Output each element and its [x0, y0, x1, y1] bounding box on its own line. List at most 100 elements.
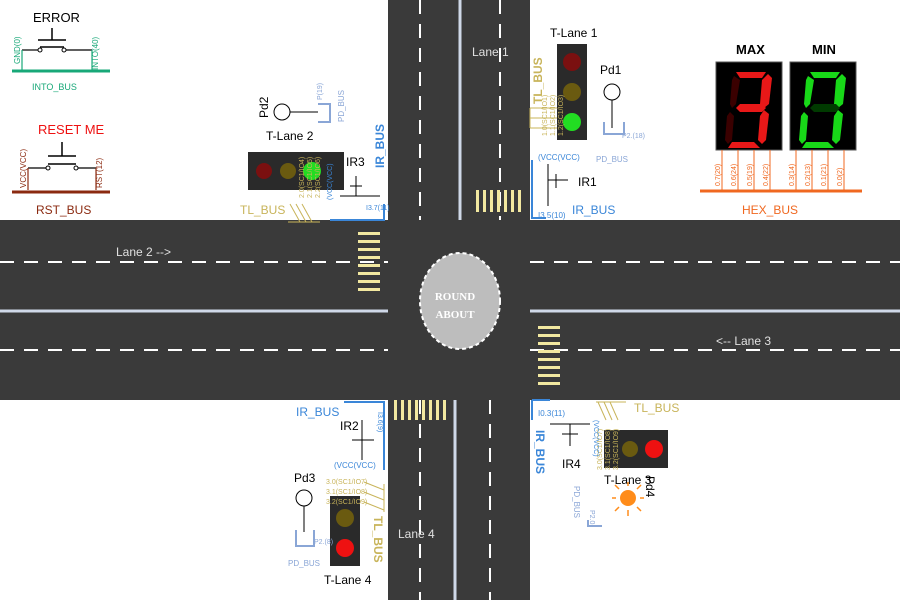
ir-sensor-2[interactable]: IR_BUS IR2 I3.6(9) (VCC(VCC)	[296, 401, 385, 470]
photodiode-1: Pd1 P2.(18) PD_BUS	[596, 63, 645, 164]
ir1-vcc: (VCC(VCC)	[538, 153, 580, 162]
reset-switch-title: RESET ME	[38, 122, 105, 137]
lane1-label: Lane 1	[472, 45, 509, 59]
error-pin-right: INTO(40)	[91, 36, 100, 70]
t1-pin-2: 1.2(SC1/IO3)	[558, 95, 565, 136]
reset-switch[interactable]: RESET ME VCC(VCC) RST(12) RST_BUS	[12, 122, 110, 217]
ir-bus-label-3: IR_BUS	[533, 430, 547, 474]
roundabout-label-top: ROUND	[435, 291, 475, 303]
traffic-light-lane4[interactable]: 3.0(SC1/IO7) 3.1(SC1/IO8) 3.2(SC1/IO9) T…	[324, 479, 385, 587]
traffic-light-lane1[interactable]: T-Lane 1 1.0(SC1/IO1) 1.1(SC1/IO2) 1.2(S…	[529, 26, 598, 140]
pd2-label: Pd2	[257, 96, 271, 118]
ir-sensor-3[interactable]: IR3 (VCC(VCC) I3.7(11) IR_BUS	[327, 124, 390, 221]
t-lane1-label: T-Lane 1	[550, 26, 598, 40]
t2-green-lamp	[303, 162, 321, 180]
pd3-pin: P2.(8)	[314, 539, 333, 546]
tl-bus-label-4: TL_BUS	[371, 516, 385, 563]
hex-pin-5: 0.2(13)	[805, 164, 812, 186]
ir-bus-label-4: IR_BUS	[296, 405, 339, 419]
t1-amber-lamp	[563, 83, 581, 101]
min-label: MIN	[812, 42, 836, 57]
t2-pin-2: 2.2(SC1/IO6)	[315, 157, 322, 198]
lane4-label: Lane 4	[398, 527, 435, 541]
t1-green-lamp	[563, 113, 581, 131]
ir4-label: IR4	[562, 457, 581, 471]
traffic-light-lane2[interactable]: T-Lane 2 2.0(SC1/IO4) 2.1(SC1/IO5) 2.2(S…	[240, 129, 344, 223]
error-pin-left: GND(0)	[13, 36, 22, 64]
hex-pin-7: 0.0(2)	[837, 168, 844, 186]
tl-bus-label-3: TL_BUS	[634, 401, 679, 415]
ir-sensor-4[interactable]: I0.3(11) (VCC(VCC) IR4 IR_BUS	[531, 399, 599, 474]
t1-pin-0: 1.0(SC1/IO1)	[542, 95, 549, 136]
tl-bus-label-1: TL_BUS	[531, 57, 545, 104]
t-lane3-label: T-Lane 3	[604, 473, 652, 487]
photodiode-4: Pd4 P2.0 PD_BUS	[572, 476, 657, 527]
error-switch-title: ERROR	[33, 10, 80, 25]
hex-pin-6: 0.1(21)	[821, 164, 828, 186]
rst-bus-label: RST_BUS	[36, 203, 91, 217]
ir-bus-label-2: IR_BUS	[373, 124, 387, 168]
t1-red-lamp	[563, 53, 581, 71]
ir3-label: IR3	[346, 155, 365, 169]
ir1-pin: I3.5(10)	[538, 211, 566, 220]
pd1-pin: P2.(18)	[622, 133, 645, 140]
pd1-label: Pd1	[600, 63, 622, 77]
max-label: MAX	[736, 42, 765, 57]
ir4-pin: I0.3(11)	[538, 409, 565, 418]
min-digit-0	[799, 72, 846, 148]
pd3-label: Pd3	[294, 471, 316, 485]
pd4-label: Pd4	[643, 476, 657, 498]
hex-bus-label: HEX_BUS	[742, 203, 798, 217]
lane3-label: <-- Lane 3	[716, 334, 771, 348]
ir1-label: IR1	[578, 175, 597, 189]
hex-pin-2: 0.5(19)	[747, 164, 754, 186]
t3-red-lamp	[645, 440, 663, 458]
reset-pin-right: RST(12)	[95, 157, 104, 188]
lane2-label: Lane 2 -->	[116, 245, 171, 259]
ir3-vcc: (VCC(VCC)	[327, 163, 334, 200]
pd-bus-label-4: PD_BUS	[572, 486, 581, 518]
pd4-pin: P2.0	[588, 510, 595, 525]
pd-bus-label-2: PD_BUS	[337, 90, 346, 122]
crosswalk-top	[476, 190, 521, 212]
t2-pin-1: 2.1(SC1/IO5)	[307, 157, 314, 198]
t2-red-lamp	[256, 163, 272, 179]
t4-red-lamp	[336, 539, 354, 557]
crosswalk-left	[358, 232, 380, 291]
hex-pin-1: 0.6(24)	[731, 164, 738, 186]
hex-pin-0: 0.7(20)	[715, 164, 722, 186]
crosswalk-right	[538, 326, 560, 385]
reset-pin-left: VCC(VCC)	[19, 149, 28, 188]
error-switch[interactable]: ERROR GND(0) INTO(40) INTO_BUS	[12, 10, 110, 92]
t4-amber-lamp	[336, 509, 354, 527]
max-digit-3	[728, 72, 772, 148]
ir3-pin: I3.7(11)	[366, 205, 390, 212]
t3-pin-2: 3.2(SC1/IO9)	[613, 429, 620, 470]
photodiode-3: Pd3 P2.(8) PD_BUS	[288, 471, 333, 568]
t3-amber-lamp	[622, 441, 638, 457]
traffic-light-lane3[interactable]: 3.0(SC1/IO7) 3.1(SC1/IO8) 3.2(SC1/IO9) T…	[596, 401, 679, 487]
crosswalk-bottom	[394, 400, 446, 420]
ir-sensor-1[interactable]: (VCC(VCC) IR1 I3.5(10) IR_BUS	[531, 153, 615, 220]
t4-pin-1: 3.1(SC1/IO8)	[326, 489, 367, 496]
roundabout-label-bottom: ABOUT	[435, 309, 475, 321]
into-bus-label: INTO_BUS	[32, 82, 77, 92]
ir2-pin: I3.6(9)	[376, 412, 383, 432]
pd-bus-label-3: PD_BUS	[288, 559, 320, 568]
photodiode-2: Pd2 P(19) PD_BUS	[257, 83, 346, 123]
ir4-vcc: (VCC(VCC)	[592, 420, 599, 457]
seven-segment-displays: MAX MIN	[700, 42, 862, 217]
hex-pin-4: 0.3(14)	[789, 164, 796, 186]
t2-pin-0: 2.0(SC1/IO4)	[299, 157, 306, 198]
t1-pin-1: 1.1(SC1/IO2)	[550, 95, 557, 136]
hex-pin-3: 0.4(22)	[763, 164, 770, 186]
ir-bus-label-1: IR_BUS	[572, 203, 615, 217]
t4-pin-0: 3.0(SC1/IO7)	[326, 479, 367, 486]
t-lane2-label: T-Lane 2	[266, 129, 314, 143]
pd2-pin: P(19)	[317, 83, 324, 100]
t-lane4-label: T-Lane 4	[324, 573, 372, 587]
t3-pin-1: 3.1(SC1/IO8)	[605, 429, 612, 470]
hex-pins	[721, 150, 845, 190]
